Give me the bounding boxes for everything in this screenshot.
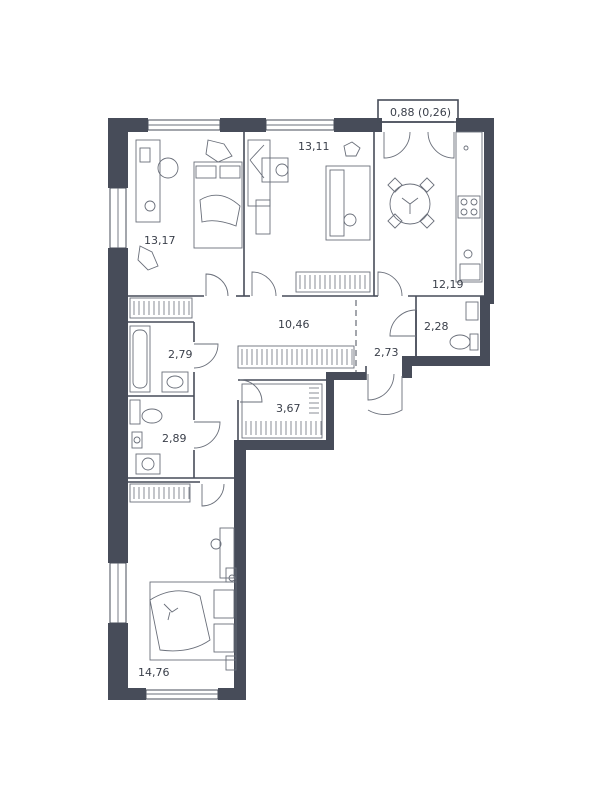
windows xyxy=(109,119,335,700)
bedroom-2-furniture xyxy=(149,527,237,671)
room-area-bedroom-2: 14,76 xyxy=(138,666,170,679)
room-area-wc: 2,89 xyxy=(162,432,187,445)
room-area-bedroom-1: 13,17 xyxy=(144,234,176,247)
balcony-area-label: 0,88 (0,26) xyxy=(390,106,451,119)
wc-small-fixtures xyxy=(449,301,479,351)
wc-fixtures xyxy=(129,399,163,475)
room-area-bath-label: 2,79 xyxy=(168,348,193,361)
wardrobes xyxy=(129,271,371,503)
room-area-kitchen: 12,19 xyxy=(432,278,464,291)
outer-walls xyxy=(108,118,494,700)
room-area-living: 13,11 xyxy=(298,140,330,153)
bath-fixtures xyxy=(129,325,189,393)
living-furniture xyxy=(247,139,371,241)
wardrobe-hatching xyxy=(133,275,366,499)
room-area-hall: 10,46 xyxy=(278,318,310,331)
balcony-doors xyxy=(383,131,455,159)
room-area-corridor: 2,73 xyxy=(374,346,399,359)
room-area-wc-small: 2,28 xyxy=(424,320,449,333)
balcony xyxy=(377,99,459,123)
interior-walls xyxy=(128,132,484,483)
bedroom-1-furniture xyxy=(135,139,243,271)
room-area-closet: 3,67 xyxy=(276,402,301,415)
kitchen-furniture xyxy=(387,131,483,283)
door-swings xyxy=(193,271,417,507)
